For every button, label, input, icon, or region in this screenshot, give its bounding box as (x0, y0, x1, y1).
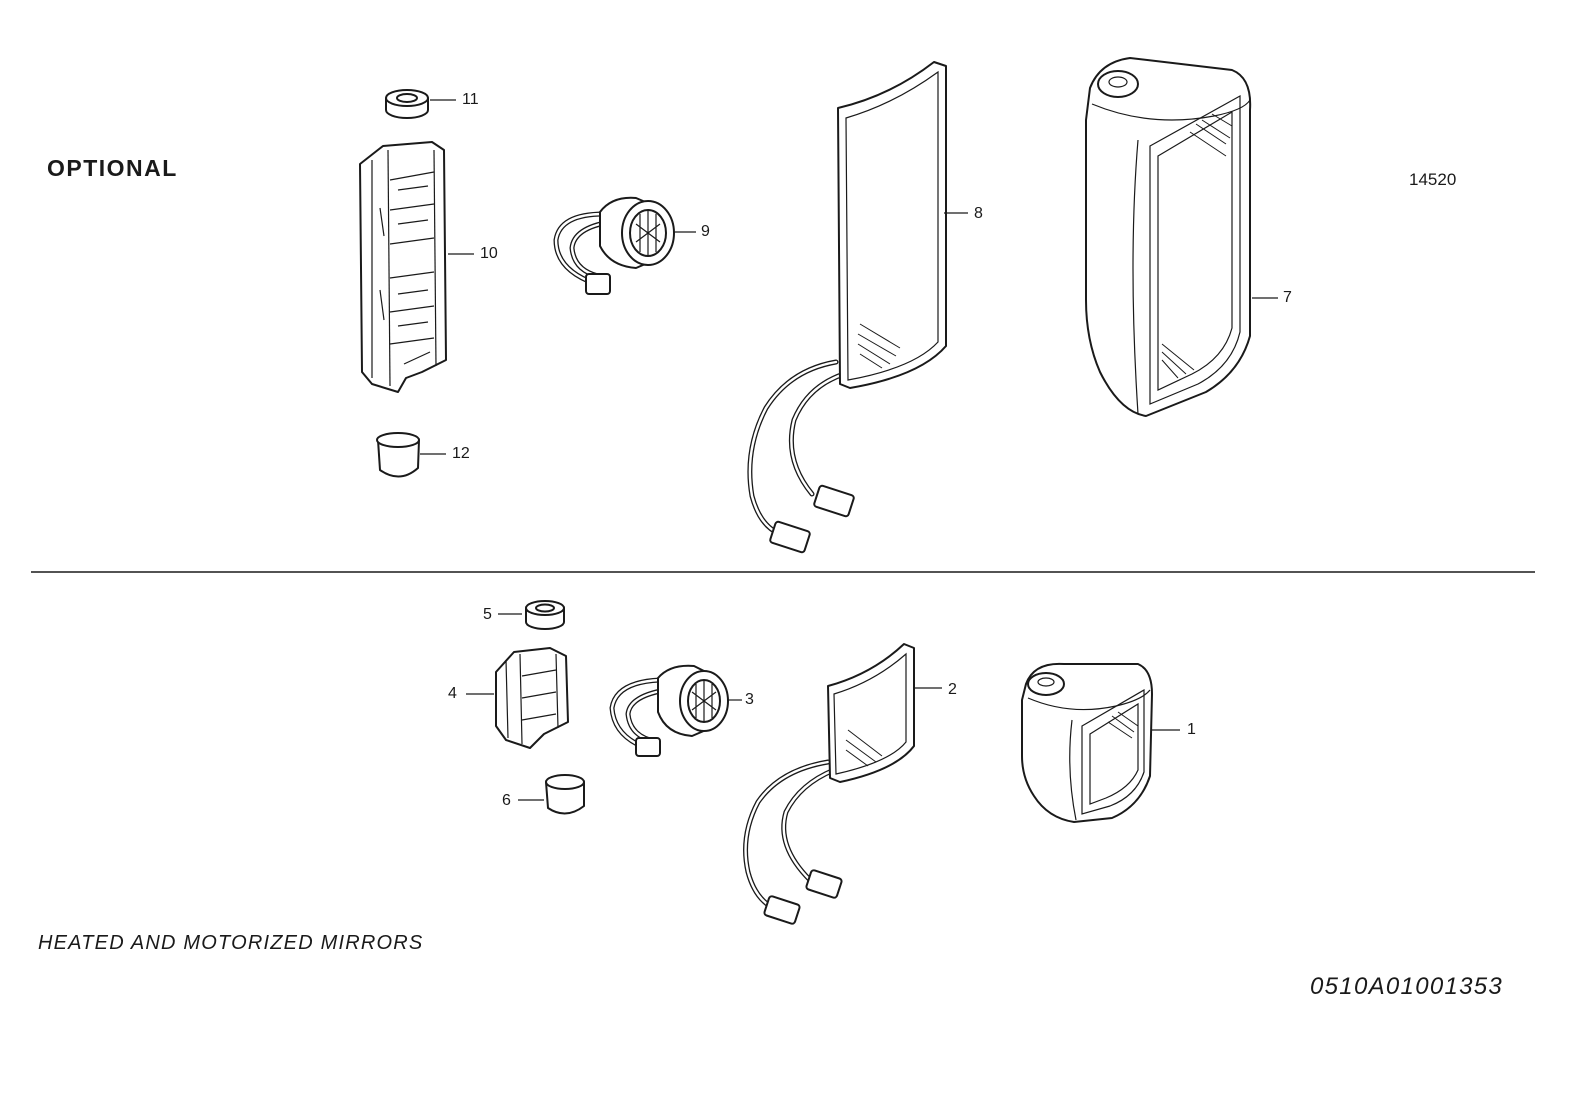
part-9-mirror-motor (553, 196, 675, 295)
part-12-sleeve (376, 432, 420, 478)
callout-7: 7 (1283, 289, 1292, 306)
part-5-bushing (525, 600, 565, 630)
part-1-mirror-housing (1021, 662, 1153, 823)
callout-5: 5 (483, 606, 492, 623)
callout-8: 8 (974, 205, 983, 222)
part-3-mirror-motor (609, 664, 729, 757)
callout-1: 1 (1187, 721, 1196, 738)
part-4-bracket (495, 647, 569, 749)
callout-10: 10 (480, 245, 498, 262)
optional-label: OPTIONAL (47, 155, 178, 181)
callout-3: 3 (745, 691, 754, 708)
part-7-mirror-housing (1085, 57, 1252, 417)
part-2-heated-glass (743, 643, 915, 925)
callout-2: 2 (948, 681, 957, 698)
part-10-bracket (359, 141, 447, 393)
callout-4: 4 (448, 685, 457, 702)
drawing-code: 0510A01001353 (1310, 973, 1504, 1000)
callout-12: 12 (452, 445, 470, 462)
reference-number: 14520 (1409, 170, 1457, 189)
part-11-bushing (385, 89, 429, 119)
part-6-sleeve (545, 774, 585, 815)
diagram-caption: HEATED AND MOTORIZED MIRRORS (38, 932, 424, 954)
callout-6: 6 (502, 792, 511, 809)
callout-11: 11 (462, 91, 479, 108)
callout-9: 9 (701, 223, 710, 240)
part-8-heated-glass (747, 61, 947, 554)
